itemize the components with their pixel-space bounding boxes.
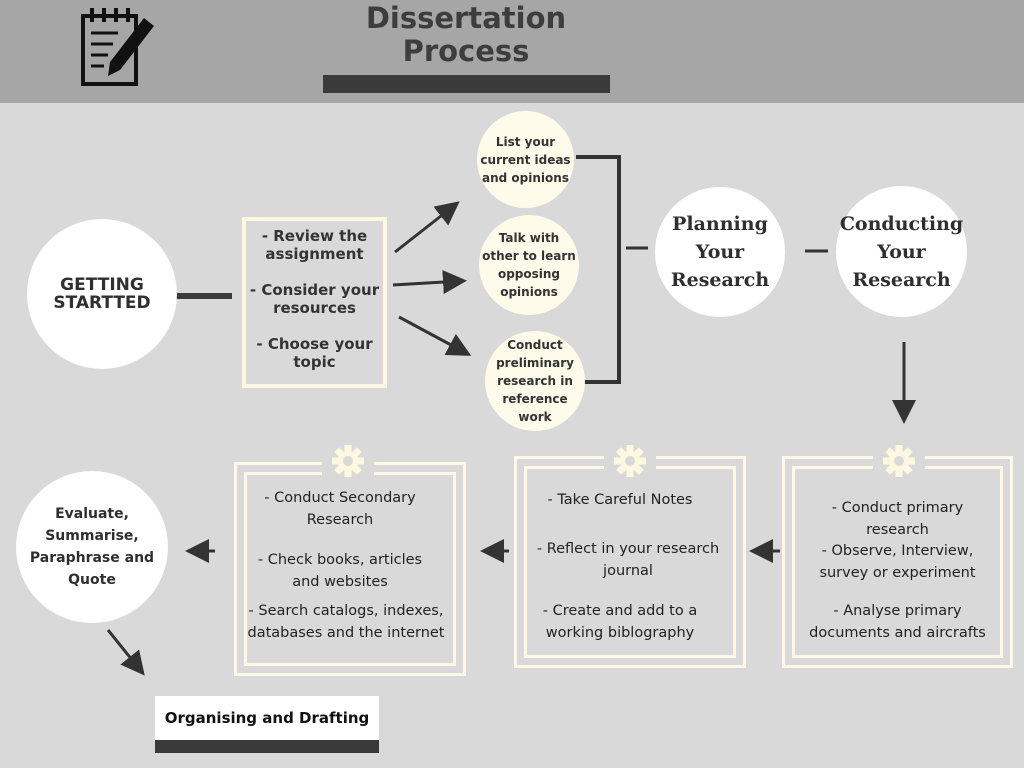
- page-title: Dissertation Process: [365, 1, 567, 68]
- primary-item-1: - Conduct primary research: [831, 500, 964, 538]
- notes-item-2: - Reflect in your research journal: [536, 541, 720, 579]
- bubble-preliminary-research: Conduct preliminary research in referenc…: [485, 331, 585, 431]
- secondary-item-1: - Conduct Secondary Research: [264, 490, 416, 528]
- bubble-opposing-opinions: Talk with other to learn opposing opinio…: [479, 215, 579, 315]
- evaluate-label: Evaluate, Summarise, Paraphrase and Quot…: [29, 506, 155, 588]
- title-underline: [323, 75, 610, 93]
- secondary-item-2: - Check books, articles and websites: [257, 552, 423, 590]
- bubble-current-ideas: List your current ideas and opinions: [477, 111, 574, 208]
- bubble-opposing-opinions-label: Talk with other to learn opposing opinio…: [482, 231, 576, 299]
- bubble-preliminary-research-label: Conduct preliminary research in referenc…: [496, 338, 574, 424]
- planning-label: Planning Your Research: [670, 213, 770, 291]
- gear-icon: [332, 445, 364, 477]
- step-review-assignment: - Review the assignment: [261, 227, 368, 263]
- getting-started-node: GETTING STARTTED: [27, 219, 177, 369]
- conducting-label: Conducting Your Research: [839, 212, 964, 291]
- primary-item-3: - Analyse primary documents and aircraft…: [809, 603, 986, 641]
- organising-drafting-box: Organising and Drafting: [155, 696, 379, 740]
- primary-item-2: - Observe, Interview, survey or experime…: [819, 543, 976, 581]
- organising-drafting-bar: [155, 740, 379, 753]
- notes-item-3: - Create and add to a working biblograph…: [542, 603, 698, 641]
- step-choose-topic: - Choose your topic: [256, 335, 373, 371]
- getting-started-label: GETTING STARTTED: [53, 275, 151, 313]
- evaluate-node: Evaluate, Summarise, Paraphrase and Quot…: [16, 471, 168, 623]
- notes-item-1: - Take Careful Notes: [547, 492, 693, 508]
- organising-drafting-label: Organising and Drafting: [164, 709, 370, 727]
- initial-steps-box: [242, 217, 387, 388]
- gear-icon: [614, 445, 646, 477]
- conducting-node: Conducting Your Research: [836, 186, 967, 317]
- planning-node: Planning Your Research: [655, 187, 785, 317]
- gear-icon: [883, 445, 915, 477]
- step-consider-resources: - Consider your resources: [249, 281, 380, 317]
- bubble-current-ideas-label: List your current ideas and opinions: [480, 134, 571, 185]
- secondary-item-3: - Search catalogs, indexes, databases an…: [247, 603, 445, 641]
